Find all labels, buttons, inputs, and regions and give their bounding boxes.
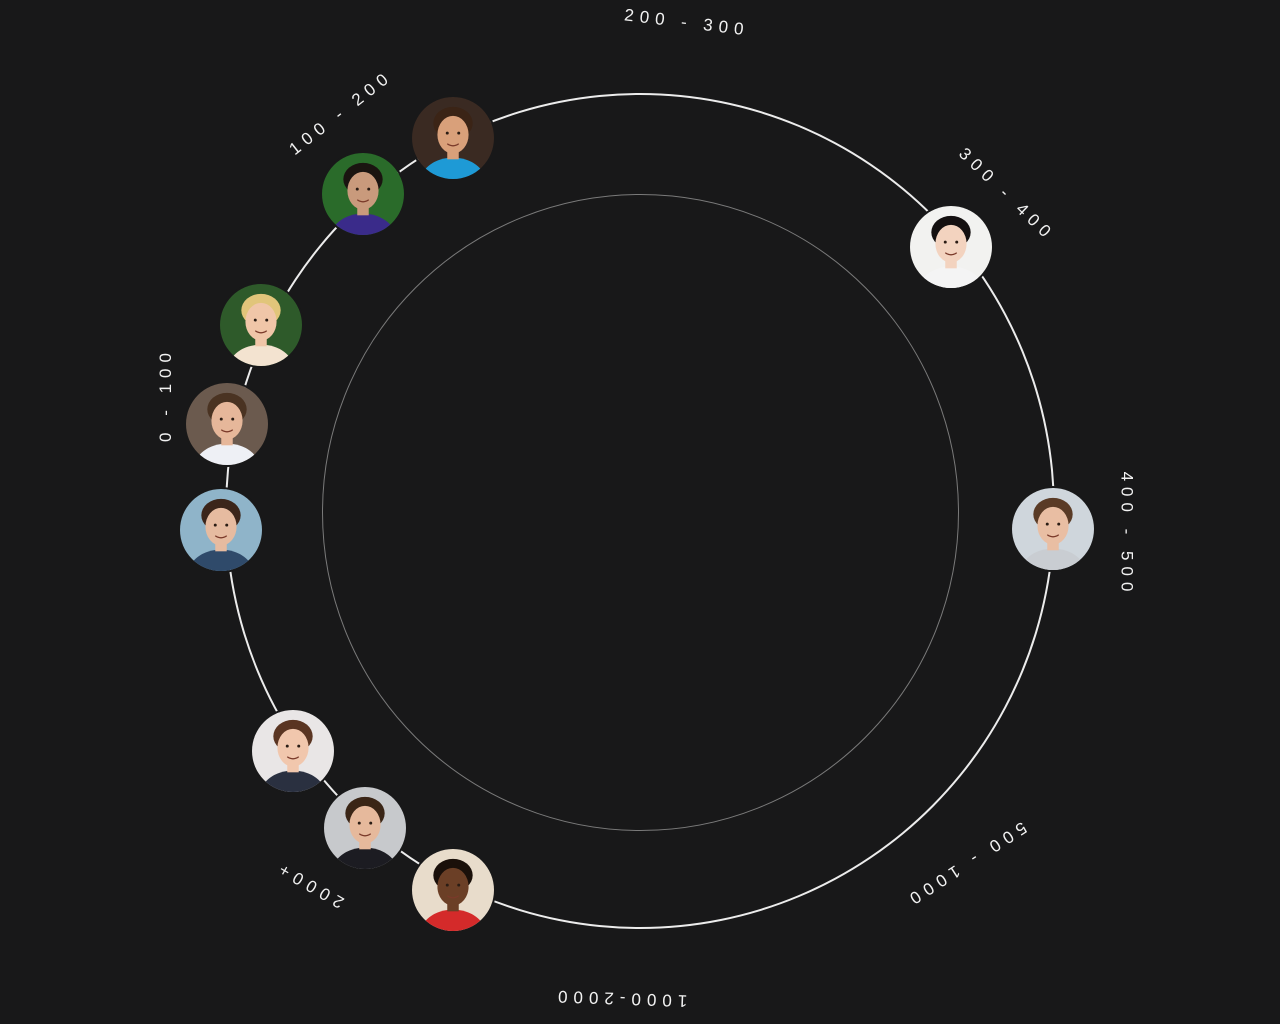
portrait-icon <box>252 710 334 792</box>
range-label-100-200: 100 - 200 <box>285 66 397 159</box>
portrait-mouth <box>214 535 228 539</box>
portrait-mouth <box>1046 534 1060 538</box>
portrait-icon <box>324 787 406 869</box>
portrait-mouth <box>944 252 958 256</box>
portrait-eye <box>457 131 461 135</box>
portrait-eye <box>225 523 229 527</box>
avatar-young-man-outdoor[interactable] <box>1010 486 1096 572</box>
portrait-mouth <box>220 429 234 433</box>
portrait-shoulders <box>194 443 260 465</box>
portrait-eye <box>1057 522 1061 526</box>
portrait-face <box>245 302 277 341</box>
range-label-200-300: 200 - 300 <box>623 5 751 40</box>
portrait-eye <box>231 417 235 421</box>
portrait-icon <box>220 284 302 366</box>
portrait-mouth <box>446 143 460 147</box>
portrait-shoulders <box>260 770 326 792</box>
portrait-icon <box>180 489 262 571</box>
portrait-eye <box>445 883 449 887</box>
portrait-eye <box>355 187 359 191</box>
portrait-neck <box>215 539 227 552</box>
portrait-face <box>437 115 469 154</box>
portrait-shoulders <box>918 266 984 288</box>
range-label-2000-plus: 2000+ <box>270 856 348 913</box>
portrait-shoulders <box>330 213 396 235</box>
portrait-icon <box>186 383 268 465</box>
portrait-neck <box>945 256 957 269</box>
avatar-man-dark-shirt[interactable] <box>322 785 408 871</box>
portrait-face <box>1037 506 1069 545</box>
avatar-man-white-shirt[interactable] <box>184 381 270 467</box>
portrait-shoulders <box>1020 548 1086 570</box>
portrait-eye <box>445 131 449 135</box>
portrait-eye <box>253 318 257 322</box>
range-label-0-100: 0 - 100 <box>155 347 175 442</box>
portrait-eye <box>297 744 301 748</box>
portrait-shoulders <box>188 549 254 571</box>
portrait-mouth <box>356 199 370 203</box>
avatar-smiling-man-red[interactable] <box>410 847 496 933</box>
portrait-eye <box>219 417 223 421</box>
range-label-1000-2000: 1000-2000 <box>551 986 688 1011</box>
portrait-eye <box>1045 522 1049 526</box>
portrait-face <box>347 171 379 210</box>
portrait-icon <box>412 849 494 931</box>
portrait-eye <box>369 821 373 825</box>
avatar-smiling-woman[interactable] <box>250 708 336 794</box>
portrait-face <box>349 805 381 844</box>
portrait-face <box>211 401 243 440</box>
portrait-shoulders <box>420 909 486 931</box>
range-label-400-500: 400 - 500 <box>1117 471 1137 598</box>
inner-orbit-ring <box>322 194 959 831</box>
portrait-eye <box>285 744 289 748</box>
portrait-neck <box>447 899 459 912</box>
portrait-neck <box>287 760 299 773</box>
portrait-mouth <box>286 756 300 760</box>
portrait-face <box>205 507 237 546</box>
avatar-asian-woman[interactable] <box>908 204 994 290</box>
portrait-eye <box>213 523 217 527</box>
portrait-icon <box>322 153 404 235</box>
portrait-shoulders <box>228 344 294 366</box>
portrait-mouth <box>358 833 372 837</box>
portrait-mouth <box>254 330 268 334</box>
portrait-eye <box>955 240 959 244</box>
portrait-icon <box>910 206 992 288</box>
portrait-icon <box>1012 488 1094 570</box>
portrait-face <box>935 224 967 263</box>
portrait-shoulders <box>420 157 486 179</box>
portrait-mouth <box>446 895 460 899</box>
portrait-shoulders <box>332 847 398 869</box>
avatar-bearded-man[interactable] <box>410 95 496 181</box>
range-label-500-1000: 500 - 1000 <box>901 818 1031 911</box>
avatar-man-purple-hoodie[interactable] <box>320 151 406 237</box>
portrait-neck <box>359 837 371 850</box>
portrait-face <box>437 867 469 906</box>
portrait-eye <box>367 187 371 191</box>
portrait-eye <box>357 821 361 825</box>
portrait-neck <box>221 433 233 446</box>
portrait-face <box>277 728 309 767</box>
portrait-eye <box>457 883 461 887</box>
portrait-neck <box>255 334 267 347</box>
portrait-eye <box>943 240 947 244</box>
portrait-icon <box>412 97 494 179</box>
portrait-eye <box>265 318 269 322</box>
avatar-blonde-woman[interactable] <box>218 282 304 368</box>
portrait-neck <box>1047 538 1059 551</box>
avatar-brunette-woman[interactable] <box>178 487 264 573</box>
